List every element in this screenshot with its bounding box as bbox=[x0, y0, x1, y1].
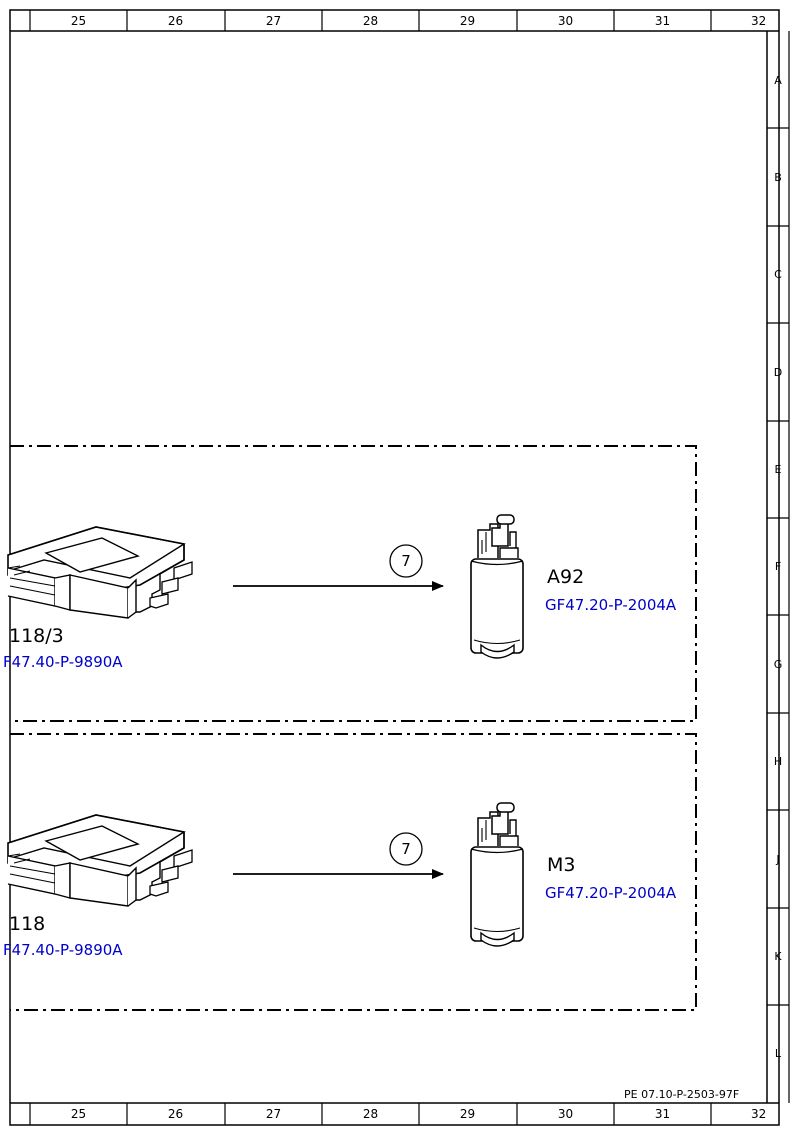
row-label: E bbox=[774, 463, 782, 476]
column-label: 30 bbox=[557, 1107, 574, 1121]
row-label: A bbox=[774, 74, 782, 87]
column-label: 28 bbox=[362, 1107, 379, 1121]
row-label: J bbox=[776, 853, 780, 866]
connection-callout-circle bbox=[389, 544, 423, 578]
row-label: L bbox=[774, 1047, 782, 1060]
source-component-label: 118/3 bbox=[9, 625, 64, 647]
row-dividers bbox=[767, 31, 790, 1103]
group-boundary-2 bbox=[10, 733, 697, 1011]
target-reference-link[interactable]: GF47.20-P-2004A bbox=[545, 596, 677, 614]
column-label: 25 bbox=[70, 14, 87, 28]
control-unit-icon bbox=[7, 814, 193, 907]
column-dividers bbox=[29, 10, 712, 1125]
column-label: 31 bbox=[654, 14, 671, 28]
target-reference-link[interactable]: GF47.20-P-2004A bbox=[545, 884, 677, 902]
row-label: G bbox=[773, 658, 783, 671]
connection-number: 7 bbox=[401, 840, 411, 858]
column-label: 28 bbox=[362, 14, 379, 28]
column-label: 26 bbox=[167, 1107, 184, 1121]
source-component-label: 118 bbox=[9, 913, 46, 935]
row-label: D bbox=[773, 366, 783, 379]
connection-number: 7 bbox=[401, 552, 411, 570]
column-label: 25 bbox=[70, 1107, 87, 1121]
target-component-label: A92 bbox=[547, 566, 585, 588]
source-reference-link[interactable]: F47.40-P-9890A bbox=[3, 941, 123, 959]
row-label: K bbox=[774, 950, 782, 963]
row-label: B bbox=[774, 171, 782, 184]
column-label: 32 bbox=[751, 1107, 767, 1121]
column-label: 29 bbox=[459, 14, 476, 28]
row-label: F bbox=[774, 560, 782, 573]
fuel-pump-icon bbox=[470, 802, 524, 947]
document-number: PE 07.10-P-2503-97F bbox=[624, 1088, 740, 1101]
column-label: 27 bbox=[265, 14, 282, 28]
fuel-pump-icon bbox=[470, 514, 524, 659]
column-label: 30 bbox=[557, 14, 574, 28]
connection-callout-circle bbox=[389, 832, 423, 866]
control-unit-icon bbox=[7, 526, 193, 619]
column-label: 29 bbox=[459, 1107, 476, 1121]
column-label: 26 bbox=[167, 14, 184, 28]
source-reference-link[interactable]: F47.40-P-9890A bbox=[3, 653, 123, 671]
column-label: 31 bbox=[654, 1107, 671, 1121]
target-component-label: M3 bbox=[547, 854, 576, 876]
column-label: 32 bbox=[751, 14, 767, 28]
row-label: C bbox=[774, 268, 782, 281]
row-label: H bbox=[773, 755, 783, 768]
column-label: 27 bbox=[265, 1107, 282, 1121]
group-boundary-1 bbox=[10, 445, 697, 722]
